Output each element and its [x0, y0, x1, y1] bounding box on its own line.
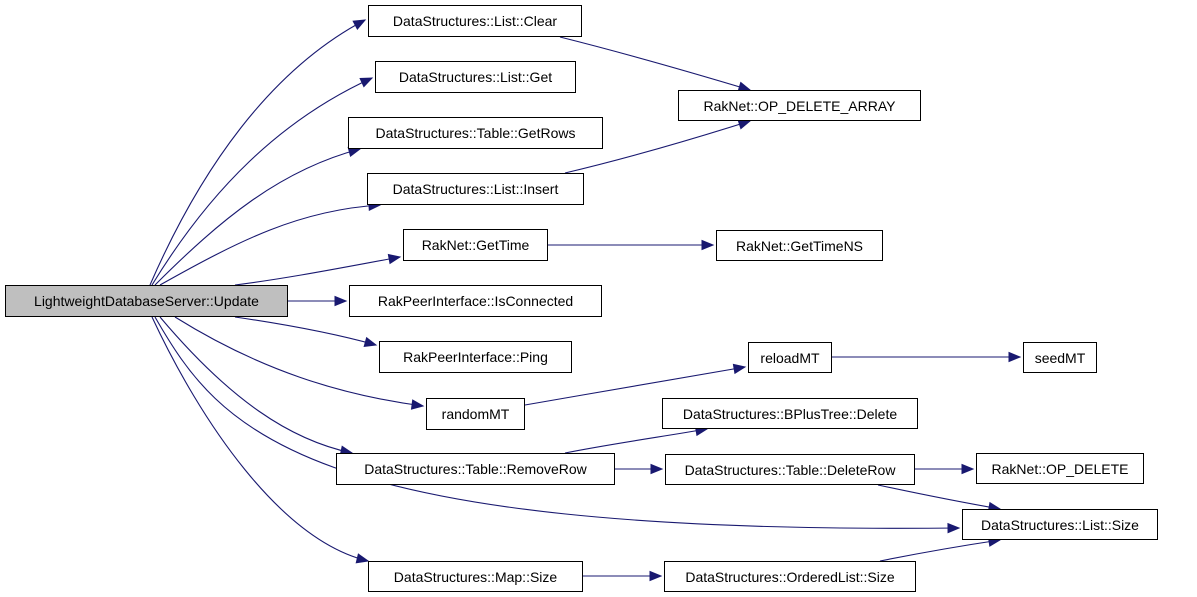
- arrowhead-icon: [650, 463, 664, 475]
- edge-list_clear-to-op_delete_array: [559, 36, 751, 91]
- node-list-clear[interactable]: DataStructures::List::Clear: [368, 5, 582, 37]
- node-orderedlist-size[interactable]: DataStructures::OrderedList::Size: [664, 561, 916, 592]
- edge-root-to-table_removerow: [159, 316, 353, 454]
- edge-table_deleterow-to-list_size: [877, 484, 1001, 510]
- edge-root-to-ping: [234, 316, 377, 346]
- edge-root-to-gettime: [234, 256, 401, 286]
- node-map-size[interactable]: DataStructures::Map::Size: [368, 561, 583, 592]
- node-list-size[interactable]: DataStructures::List::Size: [962, 509, 1158, 540]
- node-table-removerow[interactable]: DataStructures::Table::RemoveRow: [336, 453, 615, 485]
- arrowhead-icon: [737, 119, 752, 130]
- arrowhead-icon: [334, 295, 348, 307]
- edge-root-to-list_get: [151, 77, 373, 286]
- arrowhead-icon: [355, 553, 370, 564]
- arrowhead-icon: [701, 239, 715, 251]
- arrowhead-icon: [961, 463, 975, 475]
- arrowhead-icon: [410, 399, 425, 410]
- node-op-delete-array[interactable]: RakNet::OP_DELETE_ARRAY: [678, 90, 921, 121]
- node-gettime[interactable]: RakNet::GetTime: [403, 229, 548, 261]
- edge-root-to-list_size: [154, 316, 960, 529]
- node-seedmt[interactable]: seedMT: [1023, 342, 1097, 373]
- edge-table_removerow-to-bplustree_delete: [564, 428, 708, 454]
- arrowhead-icon: [1008, 351, 1022, 363]
- node-randommt[interactable]: randomMT: [426, 398, 525, 430]
- node-table-deleterow[interactable]: DataStructures::Table::DeleteRow: [665, 454, 915, 485]
- node-list-insert[interactable]: DataStructures::List::Insert: [367, 173, 584, 205]
- node-reloadmt[interactable]: reloadMT: [748, 342, 832, 373]
- edge-root-to-randommt: [174, 316, 424, 407]
- arrowhead-icon: [363, 336, 378, 347]
- edge-root-to-table_getrows: [154, 148, 361, 286]
- arrowhead-icon: [352, 19, 367, 30]
- edge-list_insert-to-op_delete_array: [564, 120, 751, 174]
- node-root-update: LightweightDatabaseServer::Update: [5, 285, 288, 317]
- node-isconnected[interactable]: RakPeerInterface::IsConnected: [349, 285, 602, 317]
- node-table-getrows[interactable]: DataStructures::Table::GetRows: [348, 117, 603, 149]
- arrowhead-icon: [387, 253, 402, 265]
- edge-root-to-list_clear: [149, 19, 366, 286]
- arrowhead-icon: [649, 570, 663, 582]
- node-list-get[interactable]: DataStructures::List::Get: [375, 61, 576, 93]
- arrowhead-icon: [732, 363, 747, 375]
- edge-root-to-list_insert: [159, 204, 381, 286]
- node-bplustree-delete[interactable]: DataStructures::BPlusTree::Delete: [662, 398, 918, 429]
- edge-randommt-to-reloadmt: [524, 366, 746, 406]
- node-ping[interactable]: RakPeerInterface::Ping: [379, 341, 572, 373]
- arrowhead-icon: [359, 77, 374, 88]
- arrowhead-icon: [947, 522, 961, 534]
- node-gettimens[interactable]: RakNet::GetTimeNS: [716, 230, 883, 261]
- edge-orderedlist_size-to-list_size: [879, 539, 1001, 562]
- node-op-delete[interactable]: RakNet::OP_DELETE: [976, 453, 1144, 484]
- edge-root-to-map_size: [151, 316, 369, 562]
